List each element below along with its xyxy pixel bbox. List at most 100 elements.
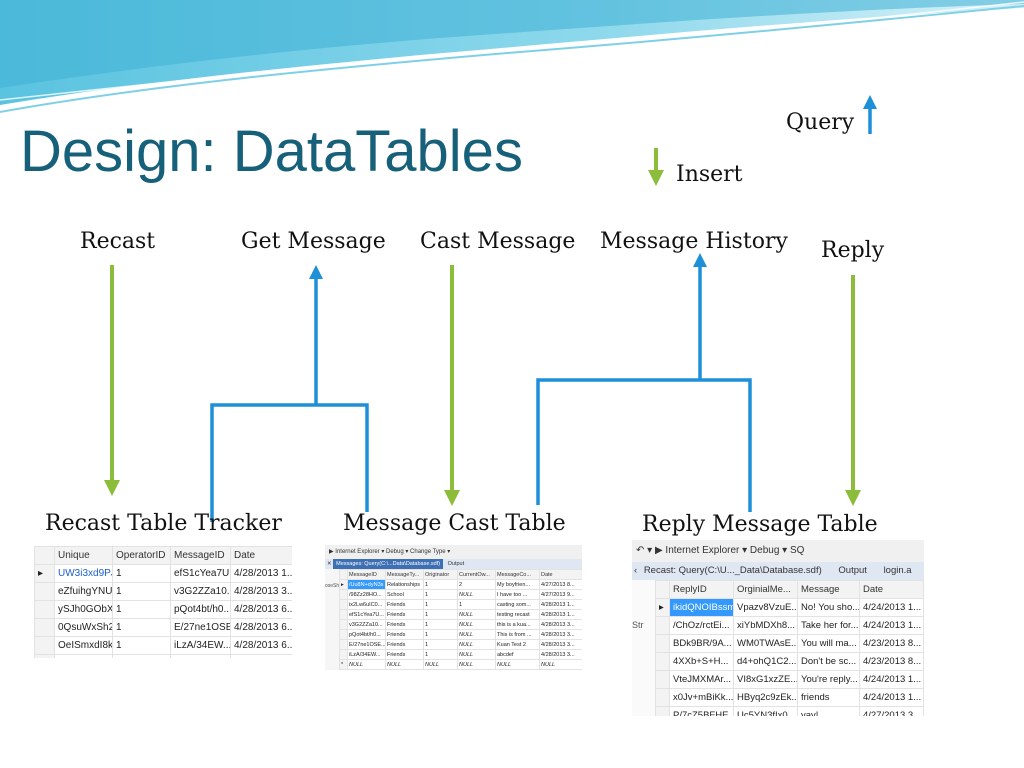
table-cell[interactable]: 4/28/2013 3... [539,619,582,630]
table-cell[interactable]: 4/27/2013 3... [859,706,924,716]
row-header-cell[interactable] [339,629,348,640]
table-cell[interactable]: 4/28/2013 3... [539,629,582,640]
table-cell[interactable]: friends [797,688,860,707]
row-header-cell[interactable] [655,634,670,653]
table-cell[interactable]: 4/28/2013 3... [539,649,582,660]
table-cell[interactable]: pQot4bt/h0... [347,629,386,640]
table-cell[interactable]: 4/28/2013 6... [230,600,292,619]
table-cell[interactable]: BDk9BR/9A... [669,634,734,653]
table-cell[interactable]: 4/24/2013 1... [859,616,924,635]
row-header-cell[interactable] [339,599,348,610]
table-cell[interactable]: E/27ne1OSE... [347,639,386,650]
tab-recast-query[interactable]: Recast: Query(C:\U..._Data\Database.sdf) [643,565,822,576]
close-icon[interactable]: ‹ [634,565,640,576]
table-cell[interactable]: You're reply... [797,670,860,689]
table-cell[interactable]: VteJMXMAr... [669,670,734,689]
row-header-cell[interactable] [34,636,55,655]
column-header[interactable]: Originator [423,569,458,580]
table-cell[interactable]: P/7cZ5BFHE... [669,706,734,716]
row-header-cell[interactable]: ▸ [655,598,670,617]
table-cell[interactable]: 4/28/2013 6... [230,636,292,655]
tab-output[interactable]: Output [447,561,465,567]
row-header-cell[interactable] [34,582,55,601]
table-cell[interactable]: Friends [385,599,424,610]
row-header-cell[interactable] [655,670,670,689]
table-row[interactable]: BDk9BR/9A...WM0TWAsE...You will ma...4/2… [655,634,924,653]
table-cell[interactable]: NULL [347,659,386,670]
table-cell[interactable]: /98Zz28HO... [347,589,386,600]
table-cell[interactable]: abcdef [495,649,540,660]
table-cell[interactable]: 4/28/2013 1... [539,599,582,610]
table-cell[interactable]: 1 [457,599,496,610]
table-cell[interactable]: 1 [112,564,171,583]
table-cell[interactable]: 4/28/2013 6... [230,618,292,637]
table-row[interactable]: 0QsuWxSh2...1E/27ne1OSE...4/28/2013 6... [34,618,292,637]
table-cell[interactable]: I have too ... [495,589,540,600]
table-cell[interactable]: testing recast [495,609,540,620]
table-cell[interactable]: casting som... [495,599,540,610]
table-cell[interactable]: NULL [423,659,458,670]
table-cell[interactable]: 1 [112,600,171,619]
column-header[interactable]: OrginialMe... [733,580,798,599]
table-cell[interactable]: 1 [423,599,458,610]
table-cell[interactable]: ikidQNOIBssm [669,598,734,617]
close-icon[interactable]: ✕ [327,561,334,567]
table-cell[interactable]: pQot4bt/h0... [170,600,231,619]
table-cell[interactable]: 1 [112,636,171,655]
table-cell[interactable]: WM0TWAsE... [733,634,798,653]
table-cell[interactable]: Relationships [385,579,424,590]
table-cell[interactable]: 4/28/2013 3... [230,582,292,601]
table-cell[interactable]: d4+ohQ1C2... [733,652,798,671]
row-header-cell[interactable] [339,619,348,630]
table-cell[interactable]: 1 [423,579,458,590]
table-row[interactable]: ▸UW3i3xd9PJO1efS1cYea7U...4/28/2013 1... [34,564,292,583]
table-cell[interactable]: School [385,589,424,600]
table-row[interactable]: 4XXb+S+H...d4+ohQ1C2...Don't be sc...4/2… [655,652,924,671]
table-cell[interactable]: Don't be sc... [797,652,860,671]
table-cell[interactable]: Friends [385,629,424,640]
table-cell[interactable]: 4/28/2013 1... [539,609,582,620]
table-cell[interactable]: 1 [423,639,458,650]
table-cell[interactable]: NULL [385,659,424,670]
table-cell[interactable]: NULL [457,649,496,660]
table-cell[interactable]: ix2Lw6uIC0... [347,599,386,610]
table-cell[interactable]: NULL [539,659,582,670]
row-header-cell[interactable] [339,639,348,650]
tab-login[interactable]: login.a [883,565,912,576]
table-cell[interactable]: Kuan Test 2 [495,639,540,650]
table-cell[interactable]: VI8xG1xzZE... [733,670,798,689]
table-cell[interactable]: NULL [457,589,496,600]
column-header[interactable]: MessageID [347,569,386,580]
table-cell[interactable]: NULL [457,639,496,650]
table-cell[interactable]: 1 [423,609,458,620]
table-row[interactable]: VteJMXMAr...VI8xG1xzZE...You're reply...… [655,670,924,689]
row-header-cell[interactable] [655,706,670,716]
table-cell[interactable]: 4XXb+S+H... [669,652,734,671]
table-cell[interactable]: /Uu8N+dyN3s [347,579,386,590]
table-cell[interactable]: 4/28/2013 1... [230,564,292,583]
row-header-cell[interactable]: ▸ [339,579,348,590]
table-cell[interactable]: yay! [797,706,860,716]
row-header-cell[interactable] [655,652,670,671]
table-cell[interactable]: Uc5YN3fIx0... [733,706,798,716]
row-header-corner[interactable] [339,569,348,580]
table-cell[interactable]: HByq2c9zEk... [733,688,798,707]
table-row[interactable]: /ChOz/rctEi...xiYbMDXh8...Take her for..… [655,616,924,635]
table-cell[interactable]: NULL [457,629,496,640]
table-cell[interactable]: 4/27/2013 9... [539,589,582,600]
table-cell[interactable]: xiYbMDXh8... [733,616,798,635]
table-cell[interactable]: 1 [112,618,171,637]
row-header-cell[interactable] [655,616,670,635]
table-cell[interactable]: v3G2ZZa10... [170,582,231,601]
table-cell[interactable]: 4/23/2013 8... [859,634,924,653]
table-cell[interactable]: Friends [385,609,424,620]
